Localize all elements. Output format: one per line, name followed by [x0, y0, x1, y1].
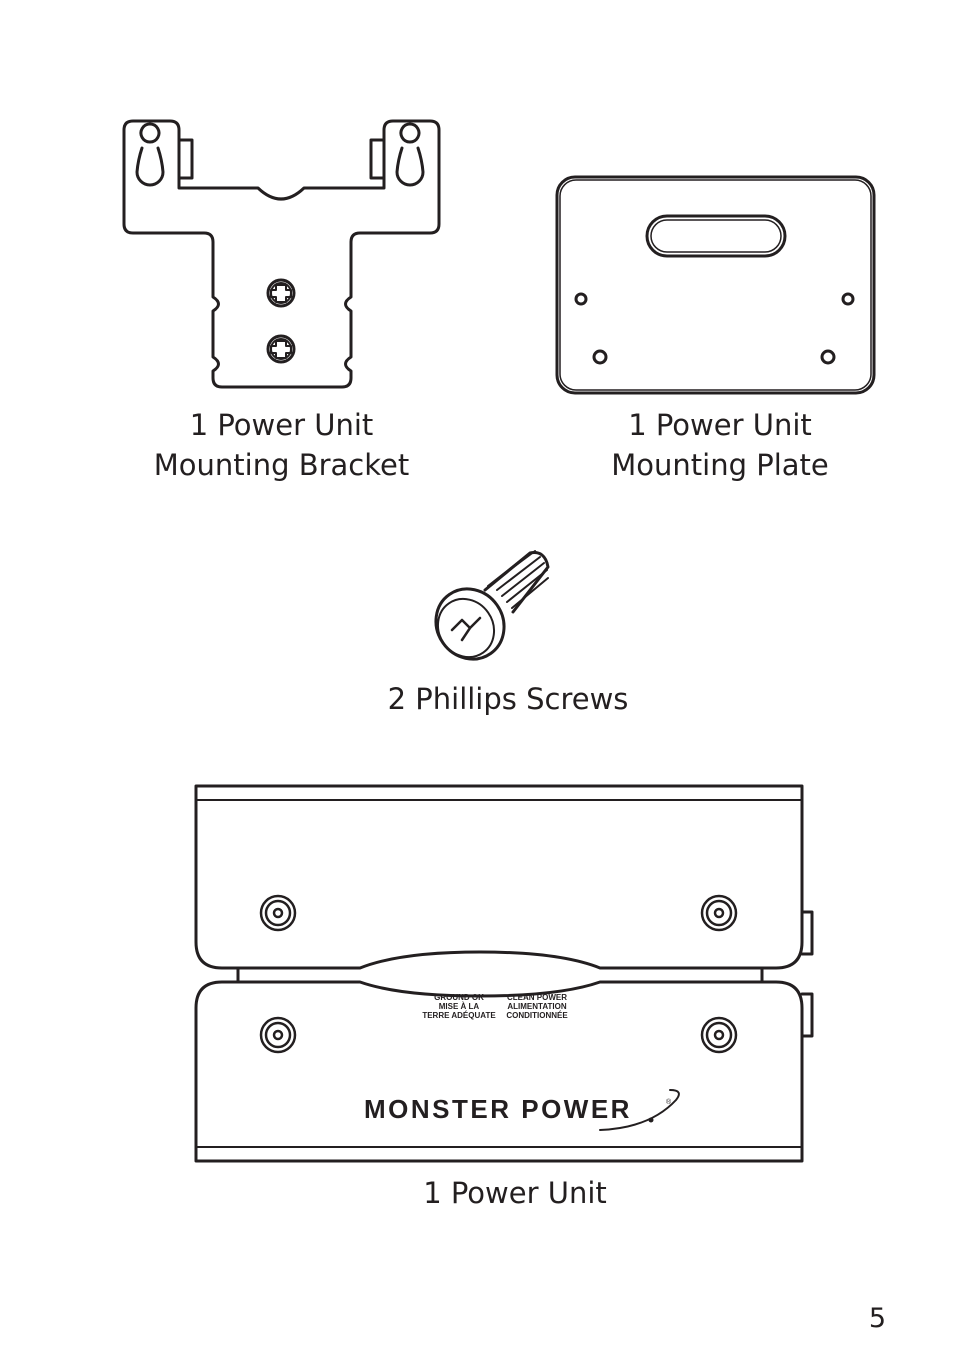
power-unit-drawing: [194, 784, 814, 1163]
power-unit-caption: 1 Power Unit: [352, 1173, 678, 1213]
ground-ok-label-1: GROUND OK: [434, 993, 484, 1002]
bracket-caption: 1 Power Unit Mounting Bracket: [124, 405, 439, 485]
clean-power-label-3: CONDITIONNÉE: [506, 1011, 568, 1020]
ground-ok-label-2: MISE À LA: [439, 1002, 480, 1011]
mounting-bracket-drawing: [122, 119, 441, 389]
plate-caption: 1 Power Unit Mounting Plate: [557, 405, 883, 485]
screws-caption: 2 Phillips Screws: [345, 679, 671, 719]
screws-label: 2 Phillips Screws: [387, 682, 629, 716]
clean-power-label-2: ALIMENTATION: [507, 1002, 566, 1011]
page-number: 5: [868, 1303, 886, 1334]
bracket-count-label: 1 Power Unit: [189, 408, 374, 442]
monster-power-logo: MONSTER POWER: [364, 1094, 632, 1124]
plate-count-label: 1 Power Unit: [628, 408, 812, 442]
mounting-plate-drawing: [555, 175, 876, 395]
phillips-screw-drawing: [434, 550, 550, 661]
registered-mark: ®: [666, 1098, 672, 1106]
ground-ok-label-3: TERRE ADÉQUATE: [422, 1011, 496, 1020]
clean-power-label-1: CLEAN POWER: [507, 993, 567, 1002]
power-unit-label: 1 Power Unit: [423, 1176, 607, 1210]
bracket-name-label: Mounting Bracket: [153, 448, 410, 482]
plate-name-label: Mounting Plate: [611, 448, 829, 482]
